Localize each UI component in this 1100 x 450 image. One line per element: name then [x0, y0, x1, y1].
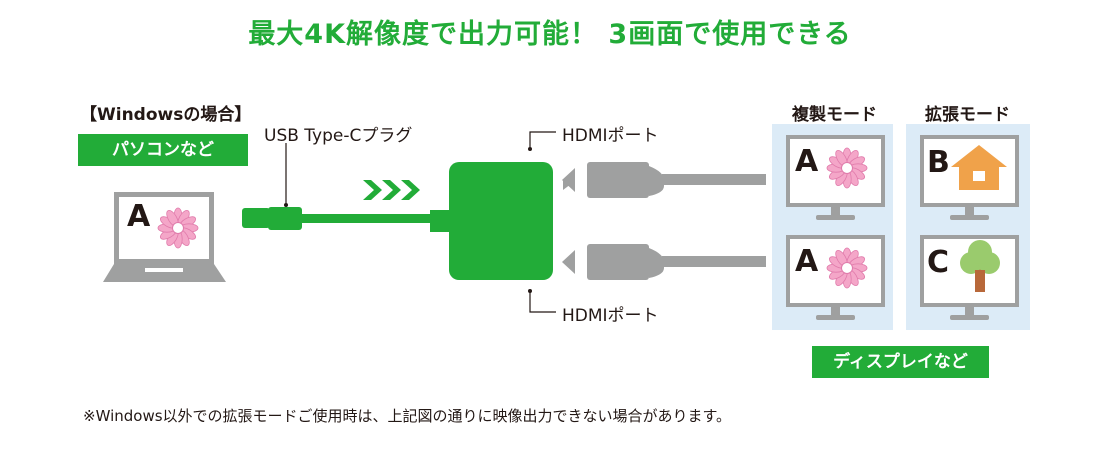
dup-top-letter: A: [795, 144, 819, 179]
windows-case-label: 【Windowsの場合】: [80, 105, 252, 125]
hdmi-cable-top: [562, 162, 766, 198]
duplicate-mode-title: 複製モード: [792, 105, 877, 125]
pc-tag: パソコンなど: [78, 134, 248, 166]
footnote: ※Windows以外での拡張モードご使用時は、上記図の通りに映像出力できない場合…: [83, 407, 732, 425]
usb-c-plug-tip: [242, 208, 270, 228]
usb-c-hdmi-adapter: [449, 162, 553, 280]
ext-bottom-letter: C: [927, 245, 949, 280]
laptop-screen-letter: A: [127, 199, 151, 234]
display-tag: ディスプレイなど: [812, 346, 989, 378]
page-title: 最大4K解像度で出力可能！ 3画面で使用できる: [248, 19, 852, 50]
hdmi-cable-bottom: [562, 244, 766, 280]
usb-plug-label: USB Type-Cプラグ: [264, 126, 413, 146]
hdmi-port-label-top: HDMIポート: [562, 126, 659, 146]
hdmi-port-label-bottom: HDMIポート: [562, 306, 659, 326]
direction-arrows-icon: [363, 180, 420, 200]
tree-icon: [960, 240, 1000, 292]
ext-top-letter: B: [927, 145, 950, 180]
usb-c-plug-body: [268, 207, 302, 230]
usb-cable: [302, 214, 440, 223]
house-icon: [951, 145, 1007, 190]
extend-mode-title: 拡張モード: [925, 105, 1010, 125]
dup-bottom-letter: A: [795, 244, 819, 279]
